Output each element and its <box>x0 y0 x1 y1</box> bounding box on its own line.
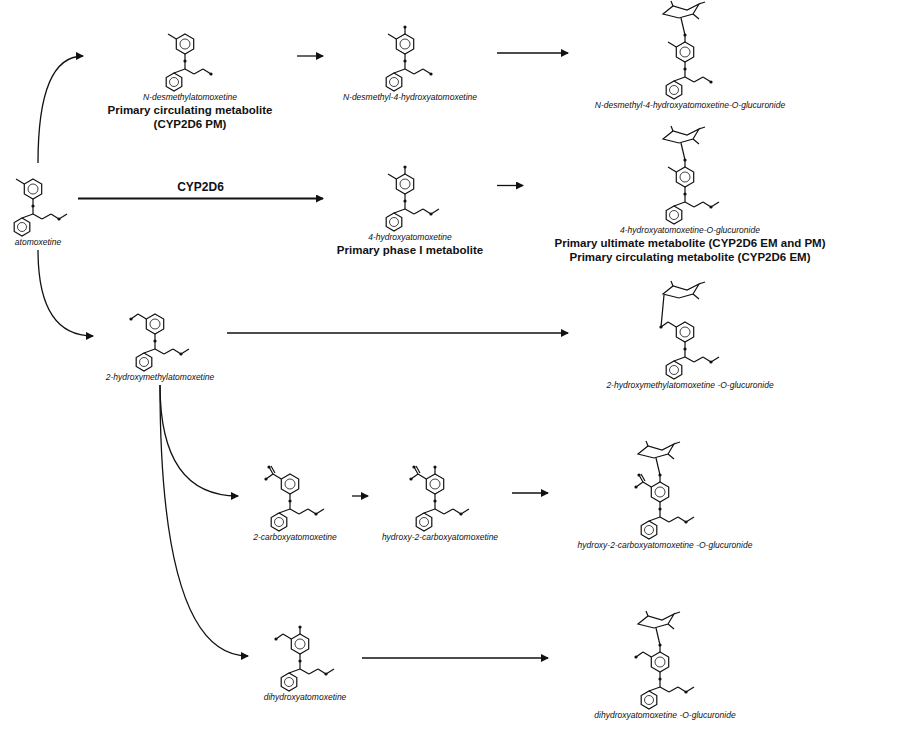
compound-node: hydroxy-2-carboxyatomoxetine <box>370 460 510 543</box>
reaction-arrow <box>38 250 93 336</box>
compound-name: hydroxy-2-carboxyatomoxetine <box>370 532 510 543</box>
compound-name: 4-hydroxyatomoxetine <box>325 232 495 243</box>
reaction-arrow <box>497 185 523 186</box>
metabolite-note: Primary phase I metabolite <box>325 243 495 257</box>
structure-drawing <box>630 440 700 540</box>
reaction-arrow <box>362 657 548 658</box>
structure-drawing <box>155 20 225 92</box>
compound-name: N-desmethyl-4-hydroxyatomoxetine-O-glucu… <box>570 100 810 111</box>
reaction-arrow <box>512 492 548 493</box>
compound-name: hydroxy-2-carboxyatomoxetine -O-glucuron… <box>550 540 780 551</box>
reaction-arrow <box>160 385 248 656</box>
compound-node: 2-hydroxymethylatomoxetine <box>95 300 225 383</box>
structure-drawing <box>655 125 725 225</box>
reaction-arrow <box>497 52 568 53</box>
compound-name: 2-hydroxymethylatomoxetine -O-glucuronid… <box>570 380 810 391</box>
compound-name: N-desmethylatomoxetine <box>85 92 295 103</box>
compound-name: 2-carboxyatomoxetine <box>240 532 350 543</box>
metabolite-note: Primary circulating metabolite (CYP2D6 E… <box>525 250 855 264</box>
compound-node: 4-hydroxyatomoxetinePrimary phase I meta… <box>325 160 495 257</box>
compound-node: atomoxetine <box>0 165 76 248</box>
compound-node: N-desmethyl-4-hydroxyatomoxetine-O-glucu… <box>570 0 810 111</box>
structure-drawing <box>3 165 73 237</box>
reaction-arrow <box>38 56 83 163</box>
compound-name: 4-hydroxyatomoxetine-O-glucuronide <box>525 225 855 236</box>
compound-node: dihydroxyatomoxetine -O-glucuronide <box>550 610 780 721</box>
structure-drawing <box>260 460 330 532</box>
compound-name: 2-hydroxymethylatomoxetine <box>95 372 225 383</box>
compound-name: dihydroxyatomoxetine -O-glucuronide <box>550 710 780 721</box>
compound-node: 2-hydroxymethylatomoxetine -O-glucuronid… <box>570 280 810 391</box>
metabolite-note: Primary circulating metabolite (CYP2D6 P… <box>85 103 295 131</box>
compound-name: atomoxetine <box>0 237 76 248</box>
compound-node: dihydroxyatomoxetine <box>250 620 360 703</box>
structure-drawing <box>125 300 195 372</box>
structure-drawing <box>630 610 700 710</box>
structure-drawing <box>655 0 725 100</box>
structure-drawing <box>405 460 475 532</box>
structure-drawing <box>655 280 725 380</box>
compound-node: N-desmethylatomoxetinePrimary circulatin… <box>85 20 295 131</box>
compound-node: 2-carboxyatomoxetine <box>240 460 350 543</box>
enzyme-label: CYP2D6 <box>175 180 226 194</box>
structure-drawing <box>375 160 445 232</box>
reaction-arrow <box>297 55 323 56</box>
compound-node: 4-hydroxyatomoxetine-O-glucuronidePrimar… <box>525 125 855 264</box>
compound-name: dihydroxyatomoxetine <box>250 692 360 703</box>
structure-drawing <box>375 20 445 92</box>
structure-drawing <box>270 620 340 692</box>
compound-node: hydroxy-2-carboxyatomoxetine -O-glucuron… <box>550 440 780 551</box>
reaction-arrow <box>78 198 323 200</box>
reaction-arrow <box>352 495 368 496</box>
compound-name: N-desmethyl-4-hydroxyatomoxetine <box>325 92 495 103</box>
metabolite-note: Primary ultimate metabolite (CYP2D6 EM a… <box>525 236 855 250</box>
reaction-arrow <box>227 332 568 333</box>
reaction-arrow <box>160 385 238 496</box>
compound-node: N-desmethyl-4-hydroxyatomoxetine <box>325 20 495 103</box>
